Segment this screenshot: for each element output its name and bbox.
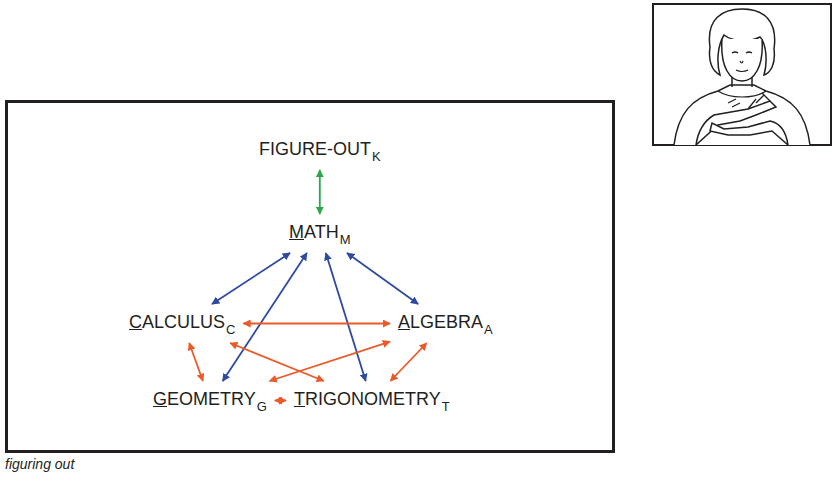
relation-arrow xyxy=(390,343,426,381)
relation-arrow xyxy=(270,342,391,381)
term-label: GEOMETRY xyxy=(153,388,256,410)
relation-arrow xyxy=(189,343,203,381)
relation-arrow xyxy=(326,253,366,381)
term-node: TRIGONOMETRYT xyxy=(291,386,453,415)
term-subscript: M xyxy=(340,233,351,246)
figure-caption: figuring out xyxy=(5,456,74,472)
term-node: CALCULUSC xyxy=(126,309,238,338)
relation-arrow xyxy=(347,253,418,304)
term-node: ALGEBRAA xyxy=(395,309,496,338)
relation-arrow xyxy=(275,400,286,402)
term-label: TRIGONOMETRY xyxy=(294,388,441,410)
term-label: ALGEBRA xyxy=(398,311,483,333)
term-subscript: G xyxy=(257,400,267,413)
term-subscript: C xyxy=(226,323,235,336)
term-node: GEOMETRYG xyxy=(150,386,270,415)
signer-illustration xyxy=(652,3,832,146)
term-subscript: K xyxy=(372,150,381,163)
term-node: MATHM xyxy=(286,219,354,248)
term-label: FIGURE-OUT xyxy=(259,138,371,160)
term-subscript: T xyxy=(442,400,450,413)
relation-arrow xyxy=(223,253,307,381)
relation-arrow xyxy=(243,323,390,325)
term-label: MATH xyxy=(289,221,339,243)
relation-arrow xyxy=(319,170,321,214)
term-node: FIGURE-OUTK xyxy=(256,136,384,165)
term-label: CALCULUS xyxy=(129,311,225,333)
term-subscript: A xyxy=(484,323,493,336)
relation-arrow xyxy=(230,343,324,381)
